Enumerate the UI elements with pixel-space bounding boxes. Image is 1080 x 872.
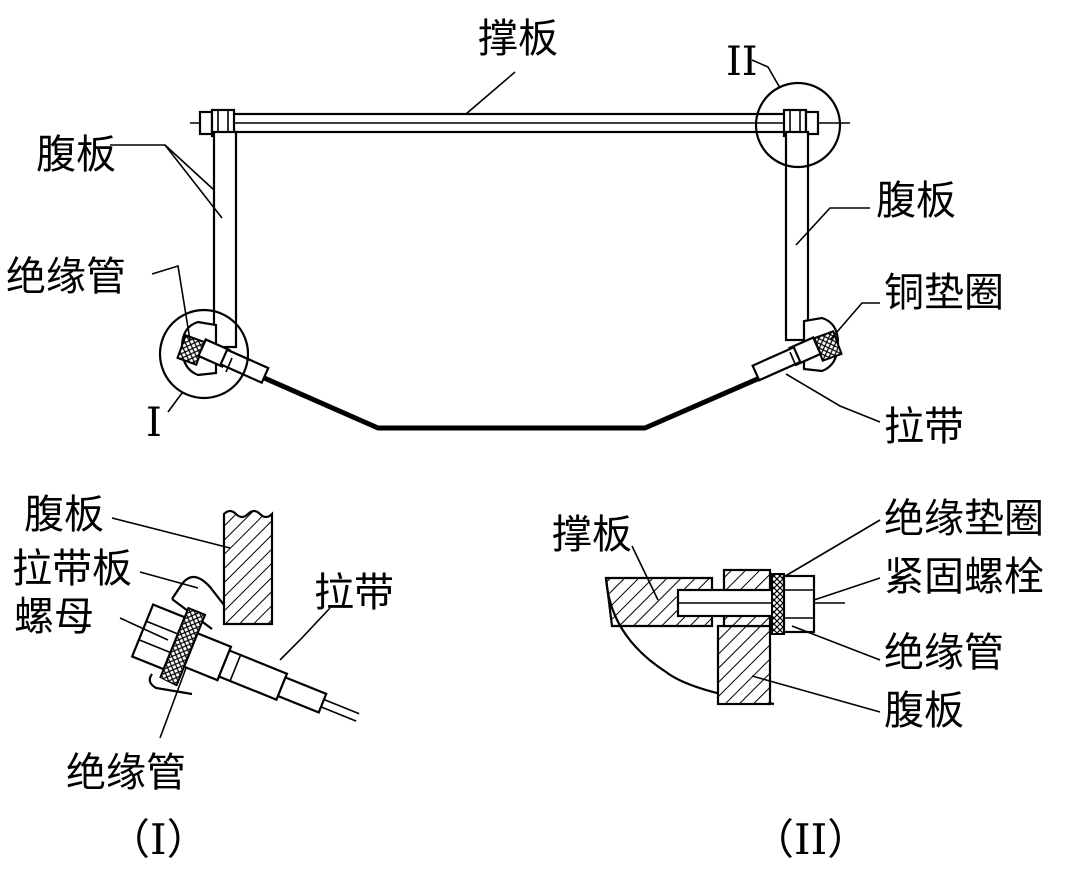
- detail-II-bolt-label: 紧固螺栓: [884, 554, 1044, 600]
- detail-I-web-label: 腹板: [24, 492, 104, 538]
- detail-II-web: [716, 624, 772, 706]
- detail-II-insulating-tube-label: 绝缘管: [884, 630, 1004, 676]
- insulating-tube-label: 绝缘管: [6, 254, 126, 300]
- detail-II-circle: [754, 81, 842, 169]
- web-plate-right: [784, 130, 810, 342]
- brace-bolt-right: [782, 108, 820, 138]
- detail-I-nut-label: 螺母: [14, 594, 94, 640]
- detail-II-brace-label: 撑板: [552, 512, 632, 558]
- detail-I-caption: （I）: [108, 815, 209, 864]
- detail-I-view: 腹板 拉带板 螺母 拉带 绝缘管 （I）: [12, 492, 394, 864]
- detail-I-insulating-tube-label: 绝缘管: [66, 750, 186, 796]
- brace-label: 撑板: [478, 16, 558, 62]
- detail-II-caption: （II）: [752, 815, 869, 864]
- detail-II-insulating-washer-label: 绝缘垫圈: [884, 496, 1044, 542]
- strap-label: 拉带: [884, 404, 964, 450]
- left-strap-clamp: [176, 320, 270, 385]
- detail-II-marker: II: [726, 39, 758, 85]
- detail-I-marker: I: [146, 400, 162, 446]
- web-left-label: 腹板: [36, 132, 116, 178]
- detail-II-view: 撑板 绝缘垫圈 紧固螺栓 绝缘管 腹板 （II）: [552, 496, 1044, 864]
- strap-band: [260, 374, 763, 431]
- detail-II-web-label: 腹板: [884, 688, 964, 734]
- detail-I-circle: [158, 308, 250, 400]
- detail-I-web: [222, 509, 274, 626]
- detail-II-insulating-washer: [771, 573, 785, 635]
- right-strap-clamp: [751, 316, 843, 382]
- detail-I-strap-plate-label: 拉带板: [12, 546, 132, 592]
- web-right-label: 腹板: [876, 178, 956, 224]
- detail-I-strap-label: 拉带: [314, 570, 394, 616]
- copper-washer-label: 铜垫圈: [884, 270, 1004, 316]
- main-view: 撑板 腹板 腹板 绝缘管 铜垫圈 拉带 I II: [6, 16, 1004, 450]
